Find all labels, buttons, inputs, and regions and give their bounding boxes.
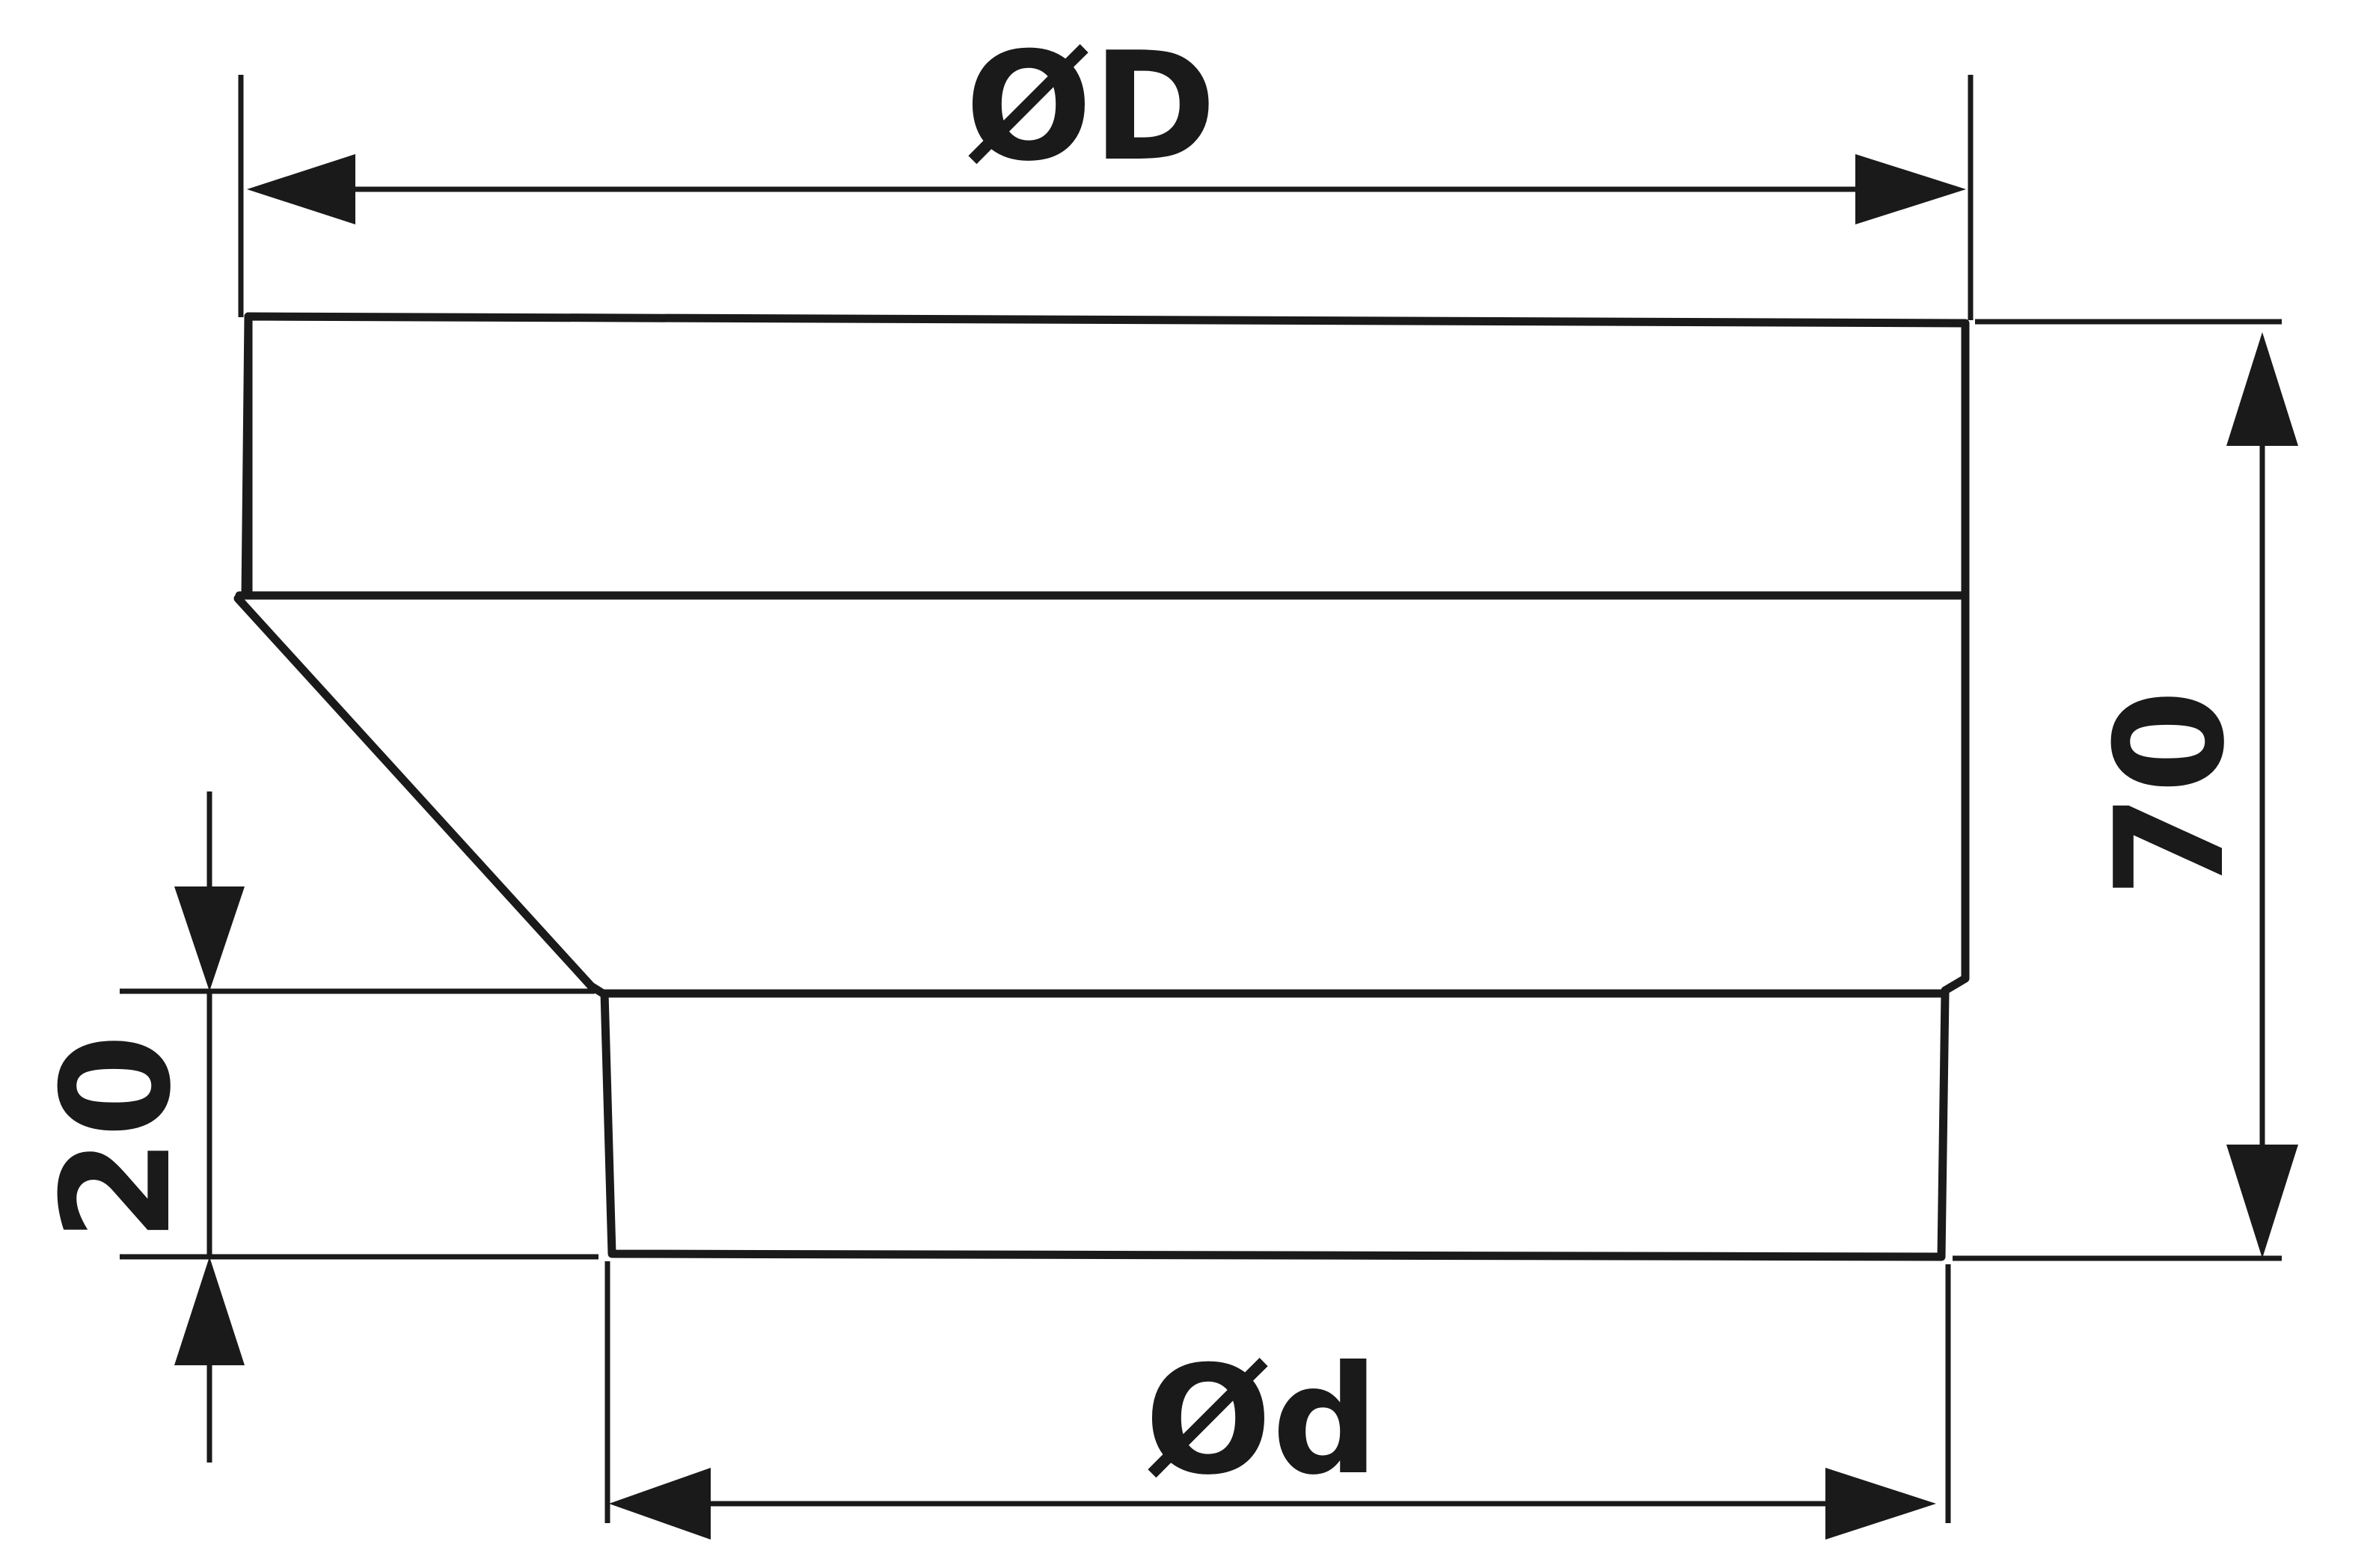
arrow-top-left (247, 154, 355, 224)
arrow-right-top (2226, 332, 2298, 446)
label-bottom-diameter: Ød (1145, 1334, 1379, 1508)
arrow-top-right (1855, 154, 1966, 224)
dimension-lower-height: 20 (30, 791, 245, 1463)
label-top-diameter: ØD (965, 20, 1216, 195)
extension-lines (120, 75, 2282, 1523)
part-outline (233, 312, 1970, 1261)
dimension-total-height: 70 (2083, 332, 2298, 1258)
arrow-bottom-left (609, 1468, 711, 1540)
arrow-left-top (174, 886, 245, 991)
lower-band-outline (600, 989, 1950, 1261)
label-total-height: 70 (2083, 690, 2258, 898)
arrow-bottom-right (1825, 1468, 1936, 1540)
dimension-bottom-diameter: Ød (609, 1334, 1936, 1540)
label-lower-height: 20 (30, 1034, 204, 1242)
arrow-right-bottom (2226, 1145, 2298, 1258)
arrow-left-bottom (174, 1257, 245, 1365)
cone-edge (233, 594, 1950, 998)
dimension-top-diameter: ØD (247, 20, 1966, 224)
